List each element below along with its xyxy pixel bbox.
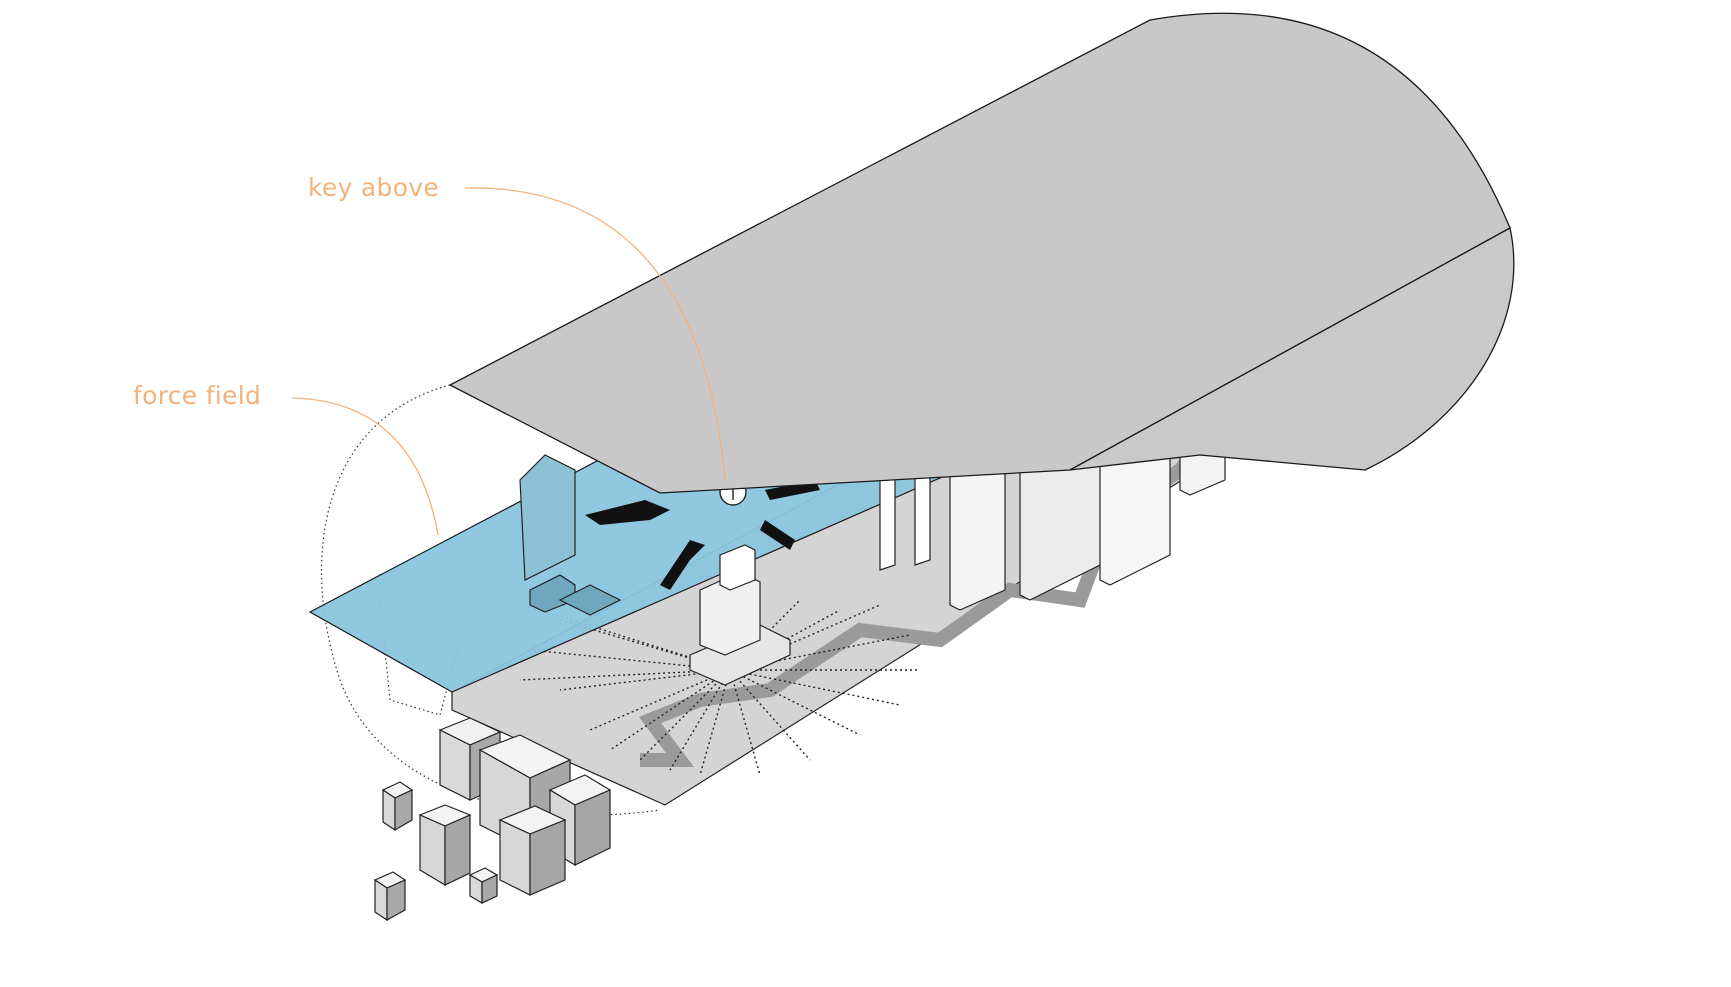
- statue: [689, 544, 791, 686]
- arrow-icon: [585, 480, 820, 590]
- force-field-leader: [291, 397, 439, 536]
- left-structures: [519, 454, 622, 616]
- floating-cubes: [373, 717, 612, 922]
- roof-shell-right: [1069, 227, 1515, 471]
- force-field-label: force field: [133, 381, 262, 410]
- key-above-label: key above: [308, 173, 440, 202]
- key-above-leader: [464, 187, 726, 481]
